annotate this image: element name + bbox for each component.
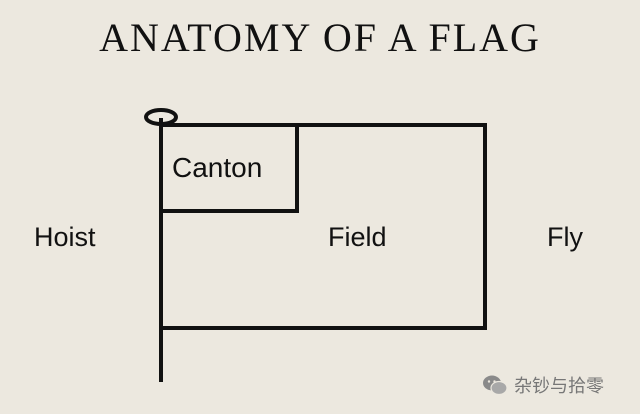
fly-label: Fly <box>547 222 583 252</box>
diagram-title: ANATOMY OF A FLAG <box>99 15 541 60</box>
hoist-label: Hoist <box>34 222 96 252</box>
wechat-icon <box>482 374 508 396</box>
watermark-text: 杂钞与拾零 <box>514 376 604 397</box>
field-label: Field <box>328 222 387 252</box>
canton-box <box>159 123 299 213</box>
flag-outline <box>159 123 487 330</box>
canton-label: Canton <box>172 152 263 183</box>
watermark: 杂钞与拾零 <box>482 372 604 398</box>
